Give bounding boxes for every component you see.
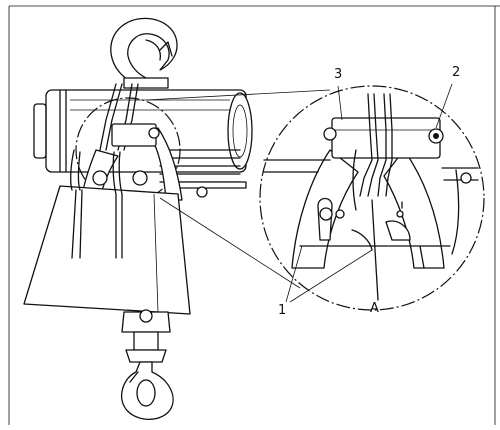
leader-line-top (145, 89, 331, 101)
protective-cover (23, 149, 191, 315)
callout-1: 1 (278, 303, 287, 318)
bottom-hook (121, 361, 174, 420)
callout-1-leader-b (289, 249, 373, 303)
callout-2: 2 (452, 65, 461, 80)
callout-a: A (370, 301, 379, 316)
callout-1-leader-a (285, 245, 303, 303)
detail-circle-small (75, 97, 181, 203)
callout-3-leader (337, 85, 343, 121)
bottom-hook-block (121, 309, 171, 363)
detail-circle-large (259, 85, 485, 311)
figure-frame (8, 5, 500, 425)
detail-view (145, 83, 485, 311)
callout-2-leader (435, 83, 453, 129)
leader-line-bottom (159, 197, 301, 289)
top-hook (110, 17, 178, 89)
callout-3: 3 (334, 67, 343, 82)
hoist-drawing (23, 17, 253, 420)
